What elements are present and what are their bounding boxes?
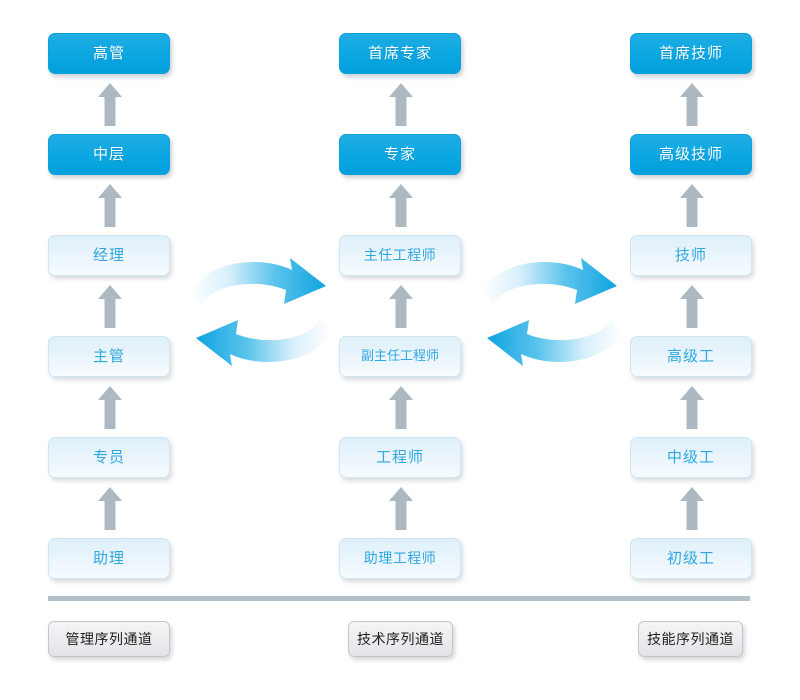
node-skill-level-2[interactable]: 中级工 bbox=[630, 437, 752, 478]
node-skill-level-6[interactable]: 首席技师 bbox=[630, 33, 752, 74]
node-label: 专家 bbox=[383, 145, 416, 163]
exchange-arrows-icon bbox=[477, 252, 627, 372]
node-label: 主任工程师 bbox=[363, 247, 437, 264]
node-management-level-3[interactable]: 主管 bbox=[48, 336, 170, 377]
up-arrow-icon bbox=[388, 385, 414, 429]
node-label: 助理 bbox=[92, 549, 125, 567]
channel-label-text: 技能序列通道 bbox=[647, 632, 734, 648]
node-label: 高级技师 bbox=[658, 145, 723, 163]
node-label: 专员 bbox=[92, 448, 125, 466]
node-label: 中层 bbox=[92, 145, 125, 163]
channel-label-skill[interactable]: 技能序列通道 bbox=[638, 621, 743, 657]
node-label: 助理工程师 bbox=[363, 550, 437, 567]
node-management-level-4[interactable]: 经理 bbox=[48, 235, 170, 276]
node-technical-level-2[interactable]: 工程师 bbox=[339, 437, 461, 478]
up-arrow-icon bbox=[388, 183, 414, 227]
up-arrow-icon bbox=[97, 385, 123, 429]
up-arrow-icon bbox=[388, 284, 414, 328]
node-label: 工程师 bbox=[375, 448, 424, 466]
node-management-level-6[interactable]: 高管 bbox=[48, 33, 170, 74]
node-label: 技师 bbox=[674, 246, 707, 264]
node-technical-level-4[interactable]: 主任工程师 bbox=[339, 235, 461, 276]
node-skill-level-1[interactable]: 初级工 bbox=[630, 538, 752, 579]
section-divider bbox=[48, 596, 750, 601]
up-arrow-icon bbox=[679, 486, 705, 530]
node-label: 初级工 bbox=[666, 549, 715, 567]
up-arrow-icon bbox=[97, 82, 123, 126]
up-arrow-icon bbox=[679, 183, 705, 227]
node-label: 中级工 bbox=[666, 448, 715, 466]
up-arrow-icon bbox=[388, 486, 414, 530]
node-technical-level-5[interactable]: 专家 bbox=[339, 134, 461, 175]
node-skill-level-5[interactable]: 高级技师 bbox=[630, 134, 752, 175]
channel-label-text: 技术序列通道 bbox=[357, 632, 444, 648]
exchange-arrows-icon bbox=[186, 252, 336, 372]
node-label: 高级工 bbox=[666, 347, 715, 365]
node-label: 高管 bbox=[92, 44, 125, 62]
node-technical-level-3[interactable]: 副主任工程师 bbox=[339, 336, 461, 377]
up-arrow-icon bbox=[97, 183, 123, 227]
node-label: 主管 bbox=[92, 347, 125, 365]
node-skill-level-4[interactable]: 技师 bbox=[630, 235, 752, 276]
node-label: 副主任工程师 bbox=[360, 349, 439, 364]
node-technical-level-6[interactable]: 首席专家 bbox=[339, 33, 461, 74]
node-label: 经理 bbox=[92, 246, 125, 264]
node-label: 首席专家 bbox=[367, 44, 432, 62]
channel-label-technical[interactable]: 技术序列通道 bbox=[348, 621, 453, 657]
up-arrow-icon bbox=[679, 385, 705, 429]
up-arrow-icon bbox=[97, 284, 123, 328]
node-label: 首席技师 bbox=[658, 44, 723, 62]
channel-label-management[interactable]: 管理序列通道 bbox=[48, 621, 170, 657]
node-management-level-5[interactable]: 中层 bbox=[48, 134, 170, 175]
channel-label-text: 管理序列通道 bbox=[65, 632, 153, 648]
node-management-level-1[interactable]: 助理 bbox=[48, 538, 170, 579]
up-arrow-icon bbox=[679, 284, 705, 328]
node-skill-level-3[interactable]: 高级工 bbox=[630, 336, 752, 377]
up-arrow-icon bbox=[388, 82, 414, 126]
up-arrow-icon bbox=[97, 486, 123, 530]
up-arrow-icon bbox=[679, 82, 705, 126]
node-technical-level-1[interactable]: 助理工程师 bbox=[339, 538, 461, 579]
node-management-level-2[interactable]: 专员 bbox=[48, 437, 170, 478]
